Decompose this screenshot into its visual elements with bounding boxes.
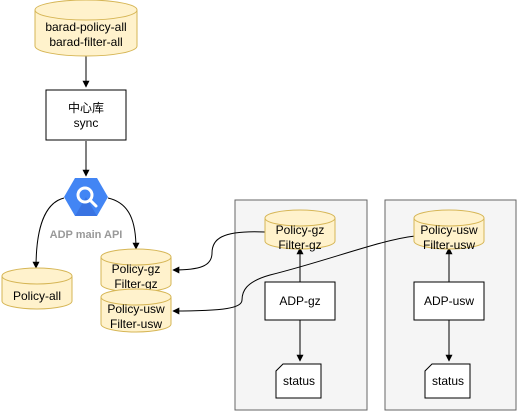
usw-db-line-2: Filter-usw <box>423 238 475 252</box>
gz-status-label: status <box>283 374 315 388</box>
edge-gz-db-to-left-gz <box>172 231 266 274</box>
edge-api-to-policy-gz <box>107 197 140 250</box>
usw-region-database: Policy-usw Filter-usw <box>413 209 485 252</box>
adp-usw-label: ADP-usw <box>424 294 474 308</box>
barad-db-line-2: barad-filter-all <box>49 35 122 49</box>
barad-db-line-1: barad-policy-all <box>45 20 126 34</box>
policy-all-database: Policy-all <box>1 267 73 310</box>
adp-usw-service-box: ADP-usw <box>413 281 485 321</box>
gz-region-database: Policy-gz Filter-gz <box>264 209 336 252</box>
policy-usw-left-line-1: Policy-usw <box>107 302 165 316</box>
policy-all-label: Policy-all <box>13 289 61 303</box>
gz-db-line-1: Policy-gz <box>276 223 325 237</box>
edge-api-to-policy-all <box>32 197 65 269</box>
edge-usw-db-to-left-usw <box>172 235 416 315</box>
policy-gz-left-line-2: Filter-gz <box>114 277 157 291</box>
policy-usw-left-database: Policy-usw Filter-usw <box>100 288 172 333</box>
google-cloud-search-icon <box>64 178 108 216</box>
usw-db-line-1: Policy-usw <box>420 223 478 237</box>
usw-status-document: status <box>424 363 471 399</box>
gz-status-document: status <box>275 363 322 399</box>
api-caption: ADP main API <box>50 229 123 241</box>
policy-gz-left-line-1: Policy-gz <box>112 262 161 276</box>
adp-gz-label: ADP-gz <box>279 294 320 308</box>
usw-status-label: status <box>432 374 464 388</box>
barad-database: barad-policy-all barad-filter-all <box>34 0 138 57</box>
central-repo-box: 中心库 sync <box>45 89 127 141</box>
adp-gz-service-box: ADP-gz <box>264 281 336 321</box>
policy-usw-left-line-2: Filter-usw <box>110 317 162 331</box>
gz-db-line-2: Filter-gz <box>278 238 321 252</box>
central-repo-line-2: sync <box>74 116 99 130</box>
central-repo-line-1: 中心库 <box>68 100 104 115</box>
policy-gz-left-database: Policy-gz Filter-gz <box>100 248 172 293</box>
